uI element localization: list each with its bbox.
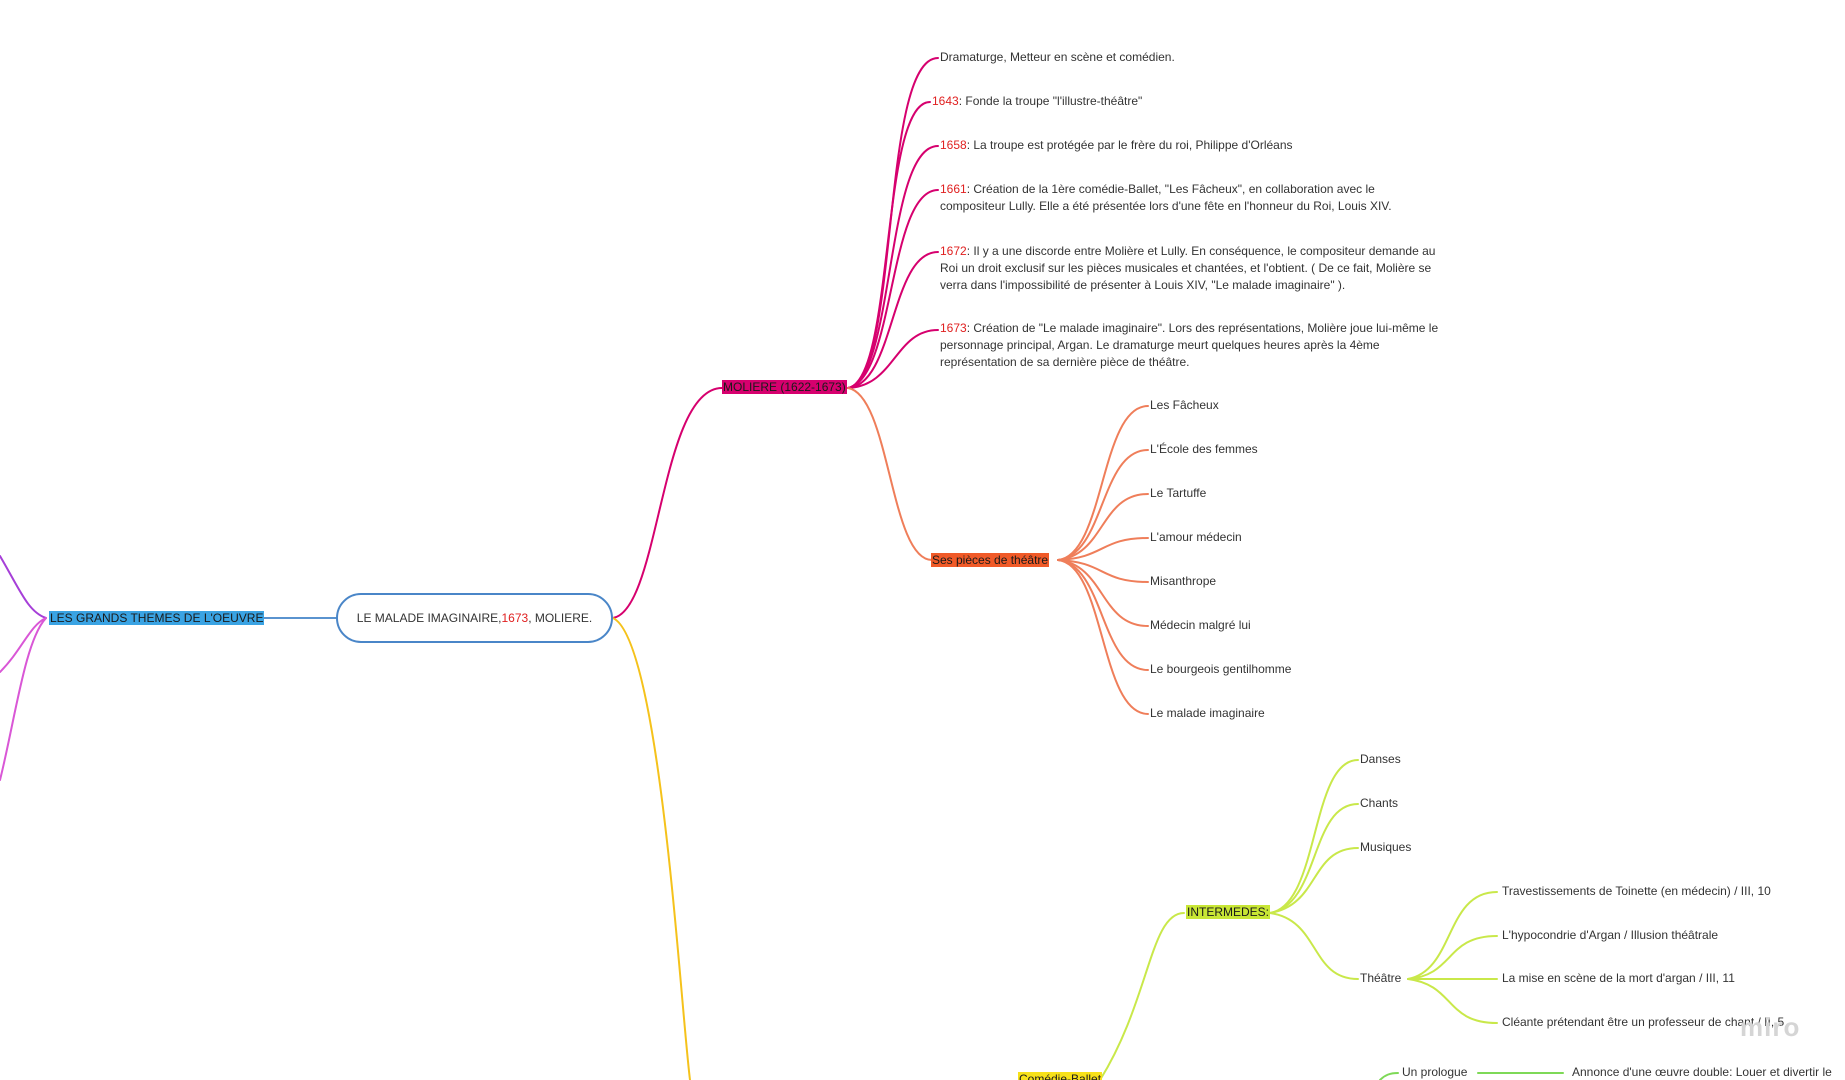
edge-play-7 xyxy=(1057,559,1149,671)
themes-node[interactable]: LES GRANDS THEMES DE L'OEUVRE xyxy=(49,610,265,627)
theatre-item[interactable]: L'hypocondrie d'Argan / Illusion théâtra… xyxy=(1502,928,1719,942)
edge-root-bottom xyxy=(612,617,691,1080)
edge-theatre-4 xyxy=(1407,978,1498,1024)
root-suffix: , MOLIERE. xyxy=(528,611,593,625)
fact-date: 1658 xyxy=(940,138,967,152)
intermedes-node[interactable]: INTERMEDES: xyxy=(1186,904,1271,921)
intermede-item[interactable]: Théâtre xyxy=(1360,971,1402,985)
edge-inter-musiques xyxy=(1269,847,1359,914)
plays-label: Ses pièces de théâtre xyxy=(931,553,1050,567)
fact-item[interactable]: 1643: Fonde la troupe "l'illustre-théâtr… xyxy=(932,93,1142,110)
fact-item[interactable]: 1658: La troupe est protégée par le frèr… xyxy=(940,137,1293,154)
themes-label: LES GRANDS THEMES DE L'OEUVRE xyxy=(49,611,265,625)
edge-moliere-plays xyxy=(847,387,933,561)
fact-text: Dramaturge, Metteur en scène et comédien… xyxy=(940,50,1175,64)
play-item[interactable]: L'École des femmes xyxy=(1150,442,1258,456)
fact-date: 1672 xyxy=(940,244,967,258)
edge-play-5 xyxy=(1057,559,1149,583)
edge-inter-chants xyxy=(1269,803,1359,914)
fact-date: 1661 xyxy=(940,182,967,196)
edge-theatre-2 xyxy=(1407,935,1498,980)
edge-prologue xyxy=(1379,1072,1399,1080)
theatre-item[interactable]: La mise en scène de la mort d'argan / II… xyxy=(1502,971,1735,985)
fact-text: : Création de la 1ère comédie-Ballet, "L… xyxy=(940,182,1392,213)
edge-bottom-intermedes xyxy=(1099,912,1185,1080)
play-item[interactable]: Le bourgeois gentilhomme xyxy=(1150,662,1292,676)
fact-date: 1673 xyxy=(940,321,967,335)
edge-moliere-fact-2 xyxy=(847,101,931,389)
fact-text: : Création de "Le malade imaginaire". Lo… xyxy=(940,321,1439,369)
edge-inter-theatre xyxy=(1269,912,1359,980)
play-item[interactable]: L'amour médecin xyxy=(1150,530,1242,544)
edge-play-6 xyxy=(1057,559,1149,627)
fact-text: : La troupe est protégée par le frère du… xyxy=(966,138,1293,152)
root-node[interactable]: LE MALADE IMAGINAIRE, 1673, MOLIERE. xyxy=(336,593,613,643)
edge-moliere-fact-4 xyxy=(847,189,939,389)
edge-root-moliere xyxy=(612,387,723,619)
play-item[interactable]: Misanthrope xyxy=(1150,574,1217,588)
intermedes-label: INTERMEDES: xyxy=(1186,905,1271,919)
prologue-desc[interactable]: Annonce d'une œuvre double: Louer et div… xyxy=(1572,1065,1832,1079)
intermede-item[interactable]: Chants xyxy=(1360,796,1399,810)
play-item[interactable]: Le malade imaginaire xyxy=(1150,706,1265,720)
fact-item[interactable]: 1661: Création de la 1ère comédie-Ballet… xyxy=(940,181,1440,215)
edge-play-1 xyxy=(1057,405,1149,561)
fact-text: : Fonde la troupe "l'illustre-théâtre" xyxy=(958,94,1143,108)
edge-theatre-1 xyxy=(1407,891,1498,980)
edge-inter-danses xyxy=(1269,759,1359,914)
edge-play-4 xyxy=(1057,537,1149,561)
bottom-partial-node[interactable]: Comédie-Ballet xyxy=(1018,1071,1103,1080)
moliere-node[interactable]: MOLIERE (1622-1673) xyxy=(722,379,847,396)
intermede-item[interactable]: Danses xyxy=(1360,752,1401,766)
miro-watermark: miro xyxy=(1740,1012,1801,1042)
edge-left-2 xyxy=(0,617,47,673)
fact-date: 1643 xyxy=(932,94,959,108)
fact-item[interactable]: Dramaturge, Metteur en scène et comédien… xyxy=(940,49,1175,66)
edge-moliere-fact-6 xyxy=(847,329,939,389)
edge-moliere-fact-3 xyxy=(847,145,939,389)
moliere-label: MOLIERE (1622-1673) xyxy=(722,380,847,394)
theatre-item[interactable]: Travestissements de Toinette (en médecin… xyxy=(1502,884,1771,898)
edge-play-3 xyxy=(1057,493,1149,561)
play-item[interactable]: Les Fâcheux xyxy=(1150,398,1219,412)
root-label: LE MALADE IMAGINAIRE, xyxy=(356,611,502,625)
play-item[interactable]: Médecin malgré lui xyxy=(1150,618,1251,632)
theatre-item[interactable]: Cléante prétendant être un professeur de… xyxy=(1502,1015,1785,1029)
fact-item[interactable]: 1673: Création de "Le malade imaginaire"… xyxy=(940,320,1450,371)
prologue-item[interactable]: Un prologue xyxy=(1402,1065,1468,1079)
edge-moliere-fact-1 xyxy=(847,57,939,389)
intermede-item[interactable]: Musiques xyxy=(1360,840,1412,854)
fact-text: : Il y a une discorde entre Molière et L… xyxy=(940,244,1436,292)
play-item[interactable]: Le Tartuffe xyxy=(1150,486,1207,500)
edge-play-8 xyxy=(1057,559,1149,715)
edge-left-3 xyxy=(0,617,47,781)
edge-play-2 xyxy=(1057,449,1149,561)
edge-moliere-fact-5 xyxy=(847,251,939,389)
fact-item[interactable]: 1672: Il y a une discorde entre Molière … xyxy=(940,243,1450,294)
bottom-partial-label: Comédie-Ballet xyxy=(1018,1072,1103,1080)
root-year: 1673 xyxy=(501,611,529,625)
edge-left-1 xyxy=(0,555,47,619)
plays-node[interactable]: Ses pièces de théâtre xyxy=(931,552,1050,569)
